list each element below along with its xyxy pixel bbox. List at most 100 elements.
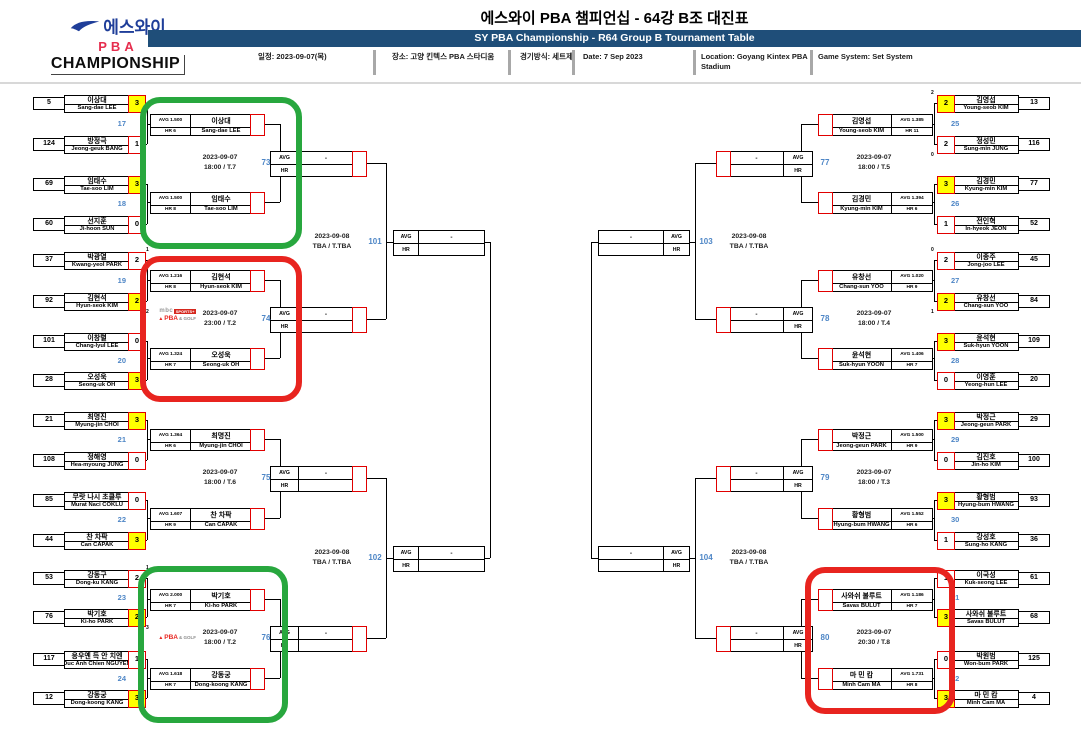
avg-pending-value: - <box>599 547 664 560</box>
hr-pending-value <box>299 321 353 332</box>
player-name-ko: 선지훈 <box>65 217 129 226</box>
hr-label: HR <box>794 642 802 649</box>
hr-pending-value <box>730 321 784 332</box>
bracket-line <box>695 478 716 479</box>
seed-number: 21 <box>33 414 65 427</box>
score-box: 3 <box>937 333 955 351</box>
match-time-table: TBA / T.TBA <box>729 242 769 250</box>
seed-number: 44 <box>33 534 65 547</box>
bracket-line <box>934 578 935 617</box>
avg-value: AVG 1.406 <box>892 349 932 362</box>
player-name-en: Hyung-bum HWANG <box>957 502 1015 509</box>
broadcast-logos: ▲PBA& GOLF <box>146 634 196 641</box>
bracket-line <box>688 558 695 559</box>
avg-pending-value: - <box>419 547 484 560</box>
info-divider <box>508 50 511 75</box>
avg-pending-value: - <box>730 308 784 321</box>
winner-advance-cell <box>716 626 731 652</box>
avg-label: AVG <box>784 627 812 640</box>
match-time-table: TBA / T.TBA <box>312 242 352 250</box>
match-date: 2023-09-08 <box>314 233 350 240</box>
set-score-cell <box>818 114 833 136</box>
player-name-ko: 정성민 <box>954 137 1018 146</box>
avg-value: AVG 1.324 <box>151 349 191 362</box>
hr-value: HR 8 <box>906 682 918 688</box>
set-score-cell <box>250 270 265 292</box>
bracket-line <box>801 518 818 519</box>
player-name-ko: 이상대 <box>65 96 129 105</box>
bracket-line <box>386 558 393 559</box>
score-box: 2 <box>128 252 146 270</box>
hr-value: HR 9 <box>906 443 918 449</box>
seed-number: 60 <box>33 218 65 231</box>
score-box: 3 <box>128 532 146 550</box>
r32-match-number: 78 <box>820 314 830 323</box>
player-name-en: Sung-ho KANG <box>964 542 1008 549</box>
shootout-score: 2 <box>146 309 149 315</box>
score-box: 2 <box>937 95 955 113</box>
bracket-line <box>263 518 280 519</box>
bracket-line <box>147 341 148 380</box>
avg-label: AVG <box>394 547 419 560</box>
match-time-table: 18:00 / T.2 <box>203 638 237 646</box>
player-name-ko: 임태수 <box>65 177 129 186</box>
match-date: 2023-09-07 <box>856 310 892 317</box>
player-name-en: Young-seob KIM <box>963 105 1009 112</box>
match-time-table: TBA / T.TBA <box>729 558 769 566</box>
player-name-en: Can CAPAK <box>80 542 114 549</box>
player-name-ko: 최명진 <box>191 430 251 443</box>
player-name-ko: 사와쉬 불루트 <box>832 590 892 603</box>
player-name-en: Jin-ho KIM <box>971 462 1001 469</box>
avg-pending-value: - <box>299 467 353 480</box>
player-name-ko: 이종주 <box>954 253 1018 262</box>
hr-pending-value <box>730 165 784 176</box>
avg-pending-value: - <box>419 231 484 244</box>
shootout-score: 2 <box>931 90 934 96</box>
avg-value: AVG 1.364 <box>151 430 191 443</box>
score-box: 3 <box>937 690 955 708</box>
info-divider <box>693 50 696 75</box>
player-name-en: Duc Anh Chien NGUYEN <box>65 661 129 668</box>
bracket-line <box>263 599 280 600</box>
bracket-line <box>695 163 716 164</box>
seed-number: 37 <box>33 254 65 267</box>
seed-number: 101 <box>33 335 65 348</box>
bracket-line <box>801 358 818 359</box>
match-time-table: 18:00 / T.5 <box>857 163 891 171</box>
score-box: 3 <box>128 176 146 194</box>
info-divider <box>373 50 376 75</box>
r32-match-number: 73 <box>261 158 271 167</box>
score-box: 2 <box>128 293 146 311</box>
pba-logo-text: PBA <box>164 634 178 641</box>
player-name-ko: 유창선 <box>832 271 892 284</box>
avg-value: AVG 1.552 <box>892 509 932 522</box>
player-name-ko: 방정극 <box>65 137 129 146</box>
bracket-line <box>483 242 490 243</box>
info-venue: 장소: 고양 킨텍스 PBA 스타디움 <box>392 52 495 61</box>
bracket-line <box>483 558 490 559</box>
hr-label: HR <box>672 562 681 569</box>
player-name-ko: 유창선 <box>954 294 1018 303</box>
set-score-cell <box>250 114 265 136</box>
player-name-ko: 이창렬 <box>65 334 129 343</box>
player-name-en: Ji-hoon SUN <box>79 226 115 233</box>
player-name-en: Won-bum PARK <box>963 661 1009 668</box>
hr-label: HR <box>794 167 802 174</box>
match-date: 2023-09-07 <box>202 469 238 476</box>
seed-number: 109 <box>1018 335 1050 348</box>
pba-logo-text: PBA <box>164 315 178 322</box>
